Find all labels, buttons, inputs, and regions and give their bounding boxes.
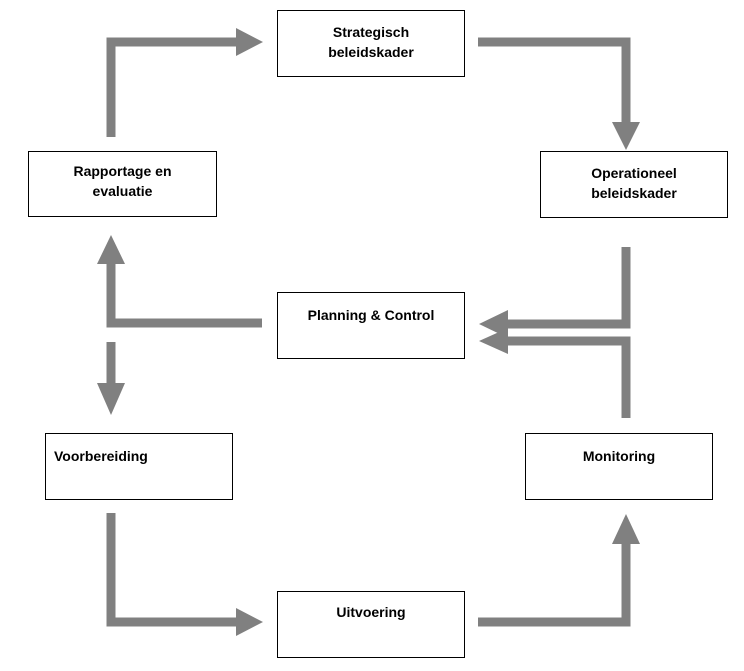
arrowhead-down-voorbereiding — [97, 383, 125, 415]
arrow-uitvoering-to-monitoring — [478, 542, 631, 627]
node-uitvoering: Uitvoering — [277, 591, 465, 658]
node-label: Rapportage en evaluatie — [73, 163, 172, 199]
node-label: Uitvoering — [336, 604, 406, 620]
node-label: Monitoring — [582, 448, 656, 464]
arrowhead-left-planning-lower — [479, 328, 508, 354]
node-strategisch-beleidskader: Strategisch beleidskader — [277, 10, 465, 77]
arrow-rapportage-to-strategisch — [106, 37, 238, 137]
arrowhead-up-rapportage — [97, 235, 125, 264]
arrow-planning-to-rapportage — [106, 262, 262, 328]
arrow-monitoring-to-planning — [506, 336, 631, 418]
node-label: Strategisch beleidskader — [328, 24, 414, 60]
node-planning-control: Planning & Control — [277, 292, 465, 359]
node-monitoring: Monitoring — [525, 433, 713, 500]
node-label: Operationeel beleidskader — [591, 165, 677, 201]
arrowhead-up-monitoring — [612, 514, 640, 544]
arrowhead-down-operationeel — [612, 122, 640, 150]
arrow-operationeel-to-planning — [506, 247, 631, 329]
arrow-strategisch-to-operationeel — [478, 37, 631, 124]
node-rapportage-en-evaluatie: Rapportage en evaluatie — [28, 151, 217, 217]
arrow-voorbereiding-to-uitvoering — [106, 513, 238, 627]
node-operationeel-beleidskader: Operationeel beleidskader — [540, 151, 728, 218]
arrowhead-left-planning-upper — [479, 310, 508, 338]
arrowhead-right-uitvoering — [236, 608, 263, 636]
arrowhead-right-strategisch — [236, 28, 263, 56]
node-voorbereiding: Voorbereiding — [45, 433, 233, 500]
node-label: Voorbereiding — [54, 448, 148, 464]
node-label: Planning & Control — [307, 307, 435, 323]
